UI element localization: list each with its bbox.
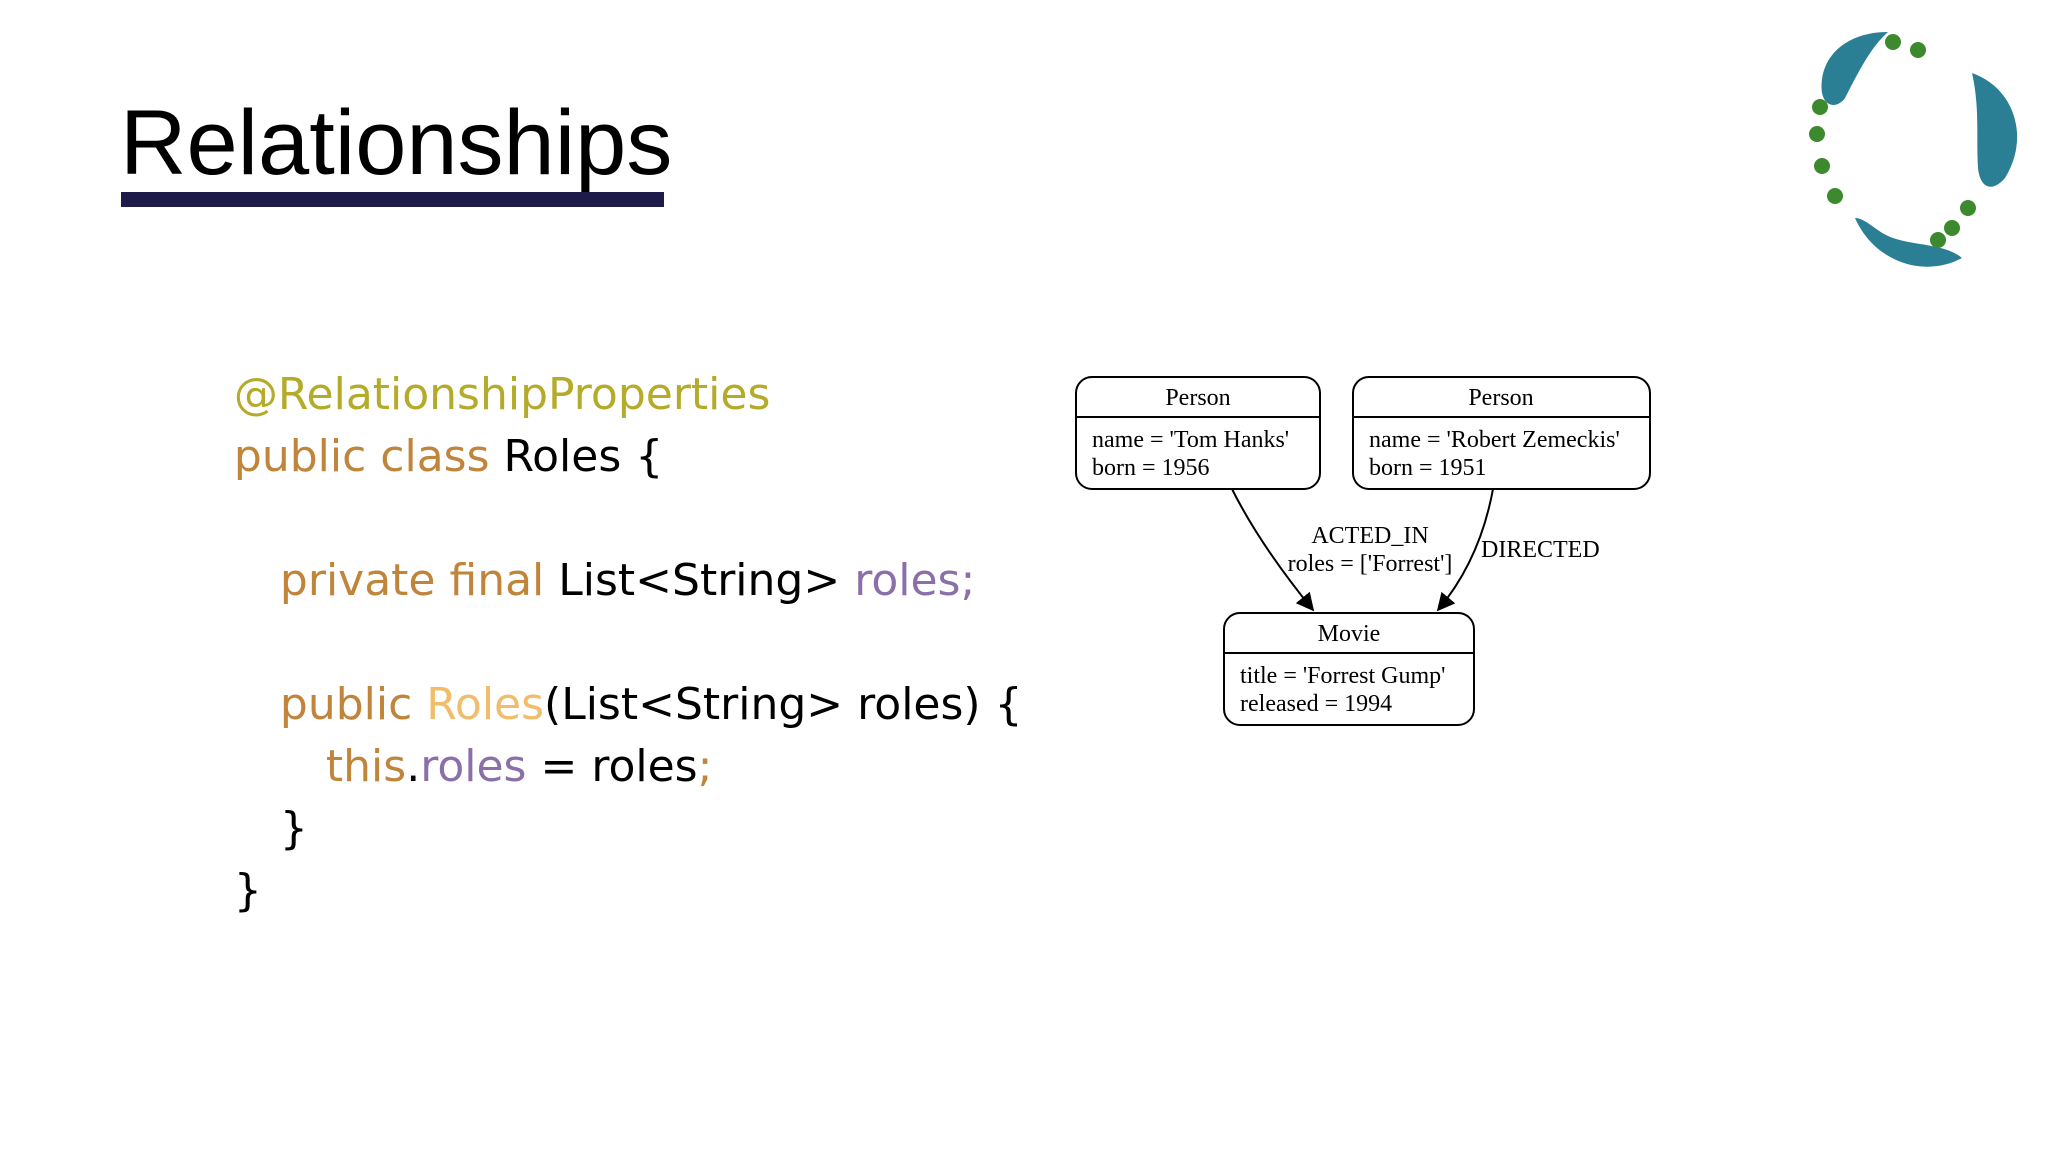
constructor-name-token: Roles xyxy=(426,679,545,730)
node-property: name = 'Robert Zemeckis' xyxy=(1369,427,1620,453)
node-label: Person xyxy=(1468,385,1533,411)
semicolon-token: ; xyxy=(697,741,713,792)
code-line-constructor: public Roles(List<String> roles) { xyxy=(196,612,1023,730)
code-line-annotation: @RelationshipProperties xyxy=(150,302,770,420)
keyword-token: public xyxy=(279,679,427,730)
node-label: Movie xyxy=(1318,621,1381,647)
node-person-robert-zemeckis: Person name = 'Robert Zemeckis' born = 1… xyxy=(1352,376,1651,490)
edge-property: roles = ['Forrest'] xyxy=(1288,551,1453,577)
dot-token: . xyxy=(406,741,421,792)
edge-label: ACTED_IN xyxy=(1311,523,1428,549)
edge-label: DIRECTED xyxy=(1481,537,1600,563)
type-token: List<String> xyxy=(544,555,855,606)
code-line-assignment: this.roles = roles; xyxy=(242,674,713,792)
annotation-token: @RelationshipProperties xyxy=(233,369,771,420)
node-person-tom-hanks: Person name = 'Tom Hanks' born = 1956 xyxy=(1075,376,1321,490)
keyword-token: public class xyxy=(233,431,490,482)
node-property: born = 1956 xyxy=(1092,455,1210,481)
class-name-token: Roles { xyxy=(489,431,664,482)
graph-diagram: Person name = 'Tom Hanks' born = 1956 Pe… xyxy=(1075,376,1651,726)
code-line-close-class: } xyxy=(150,798,262,916)
node-movie-forrest-gump: Movie title = 'Forrest Gump' released = … xyxy=(1223,612,1475,726)
field-token: roles; xyxy=(854,555,976,606)
code-line-close-constructor: } xyxy=(196,736,308,854)
keyword-token: private final xyxy=(279,555,545,606)
field-token: roles xyxy=(420,741,527,792)
slide-title: Relationships xyxy=(120,92,673,194)
code-line-class-declaration: public class Roles { xyxy=(150,364,663,482)
title-underline xyxy=(121,192,664,207)
node-label: Person xyxy=(1165,385,1230,411)
params-token: (List<String> roles) { xyxy=(544,679,1023,730)
brace-token: } xyxy=(279,803,308,854)
node-property: name = 'Tom Hanks' xyxy=(1092,427,1289,453)
code-line-field: private final List<String> roles; xyxy=(196,488,975,606)
edge-acted-in: ACTED_IN roles = ['Forrest'] xyxy=(1231,488,1453,612)
brace-token: } xyxy=(233,865,262,916)
keyword-token: this xyxy=(325,741,407,792)
edge-directed: DIRECTED xyxy=(1436,488,1600,612)
node-property: released = 1994 xyxy=(1240,691,1392,717)
assign-token: = roles xyxy=(526,741,698,792)
node-property: born = 1951 xyxy=(1369,455,1487,481)
logo-icon xyxy=(1809,32,2018,267)
node-property: title = 'Forrest Gump' xyxy=(1240,663,1446,689)
